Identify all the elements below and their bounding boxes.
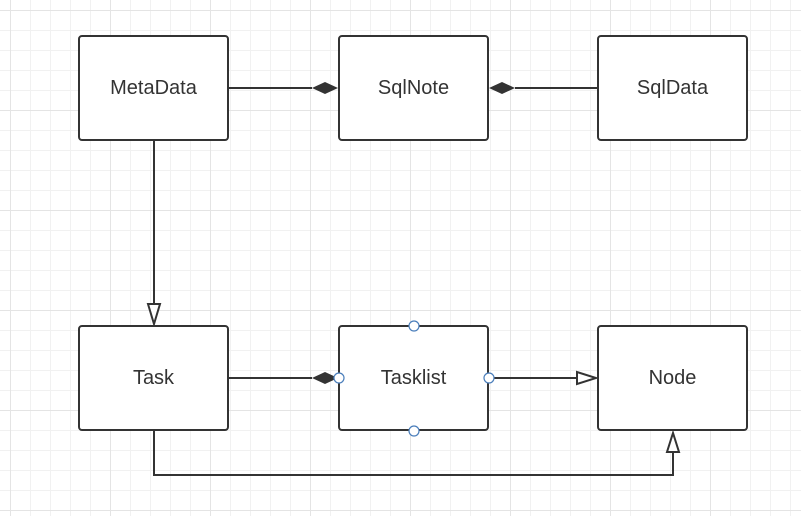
node-label: Node xyxy=(648,366,697,389)
node-label: Task xyxy=(132,366,175,389)
connection-handle-bottom[interactable] xyxy=(408,425,420,437)
node-label: Tasklist xyxy=(380,366,447,389)
node-label: SqlNote xyxy=(377,76,450,99)
connection-handle-right[interactable] xyxy=(483,372,495,384)
class-node-metadata[interactable]: MetaData xyxy=(78,35,229,141)
class-node-sqlnote[interactable]: SqlNote xyxy=(338,35,489,141)
connection-handle-top[interactable] xyxy=(408,320,420,332)
class-node-task[interactable]: Task xyxy=(78,325,229,431)
node-label: MetaData xyxy=(110,76,197,99)
class-node-sqldata[interactable]: SqlData xyxy=(597,35,748,141)
node-label: SqlData xyxy=(636,76,709,99)
class-node-node[interactable]: Node xyxy=(597,325,748,431)
connection-handle-left[interactable] xyxy=(333,372,345,384)
